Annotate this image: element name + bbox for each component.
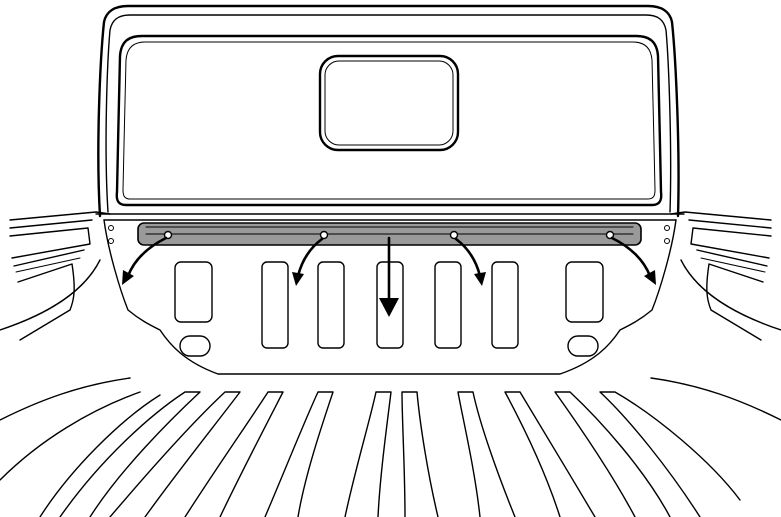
wall-pocket-left [174, 261, 213, 323]
wall-slot-2 [317, 261, 345, 349]
cab-inner-outline [105, 14, 672, 213]
rail-fastener-3 [449, 230, 459, 240]
floor-rib-6 [344, 391, 392, 517]
fastener-2-arrow-line [296, 237, 324, 278]
floor-rib-9 [504, 391, 596, 517]
corner-hole-right-bottom [664, 238, 670, 244]
left-side-rail-1 [9, 219, 93, 229]
floor-rib-4 [184, 391, 284, 517]
front-wall-outline [103, 219, 677, 375]
fastener-1-arrow-head [122, 270, 134, 285]
wall-oval-right [567, 335, 599, 357]
left-side-rail-4 [15, 257, 81, 273]
left-side-panel [17, 263, 75, 341]
right-side-top [670, 211, 772, 221]
corner-hole-right-top [664, 225, 670, 231]
left-side-rail-2 [9, 227, 91, 259]
floor-rib-11 [599, 391, 741, 517]
fastener-3-arrow-line [454, 237, 482, 278]
floor-rib-3 [109, 391, 241, 517]
floor-rib-1 [0, 391, 161, 517]
bed-floor [0, 377, 781, 517]
left-side-top [9, 211, 111, 221]
fastener-4-arrow-line [610, 236, 652, 278]
floor-edge-left [0, 377, 131, 421]
center-arrow-head [379, 298, 399, 317]
right-side-panel [706, 263, 764, 341]
bed-side-left [0, 211, 111, 341]
floor-rib-5 [264, 391, 334, 517]
sliding-window-panel [318, 54, 460, 152]
wall-oval-left [179, 335, 211, 357]
rail-fastener-2 [319, 230, 329, 240]
bed-side-right [670, 211, 781, 341]
wall-slot-4 [434, 261, 462, 349]
floor-rib-2 [59, 391, 201, 517]
fastener-4-arrow-head [644, 270, 656, 285]
fastener-2-arrow-head [292, 272, 304, 286]
sliding-window-inner [324, 60, 454, 146]
floor-edge-right [650, 377, 781, 421]
rear-window-inner [122, 41, 656, 200]
right-side-rail-3 [696, 249, 768, 267]
rear-window [115, 34, 663, 207]
left-side-floor-edge [0, 259, 101, 331]
corner-hole-left-top [108, 225, 114, 231]
left-side-rail-3 [13, 249, 85, 267]
wall-pocket-right [565, 261, 604, 323]
right-side-rail-2 [690, 227, 772, 259]
floor-rib-10 [554, 391, 671, 517]
corner-hole-left-bottom [108, 238, 114, 244]
right-side-floor-edge [680, 259, 781, 331]
right-side-rail-4 [700, 257, 766, 273]
floor-rib-7 [401, 391, 439, 517]
wall-slot-5 [491, 261, 519, 349]
fastener-3-arrow-head [474, 272, 486, 286]
bed-front-wall [95, 213, 685, 375]
cab-rear [97, 4, 680, 218]
cab-outer-outline [97, 4, 680, 218]
floor-rib-8 [457, 391, 516, 517]
wall-slot-1 [261, 261, 289, 349]
removal-arrows [122, 236, 656, 317]
fastener-1-arrow-line [126, 236, 168, 278]
right-side-rail-1 [688, 219, 772, 229]
